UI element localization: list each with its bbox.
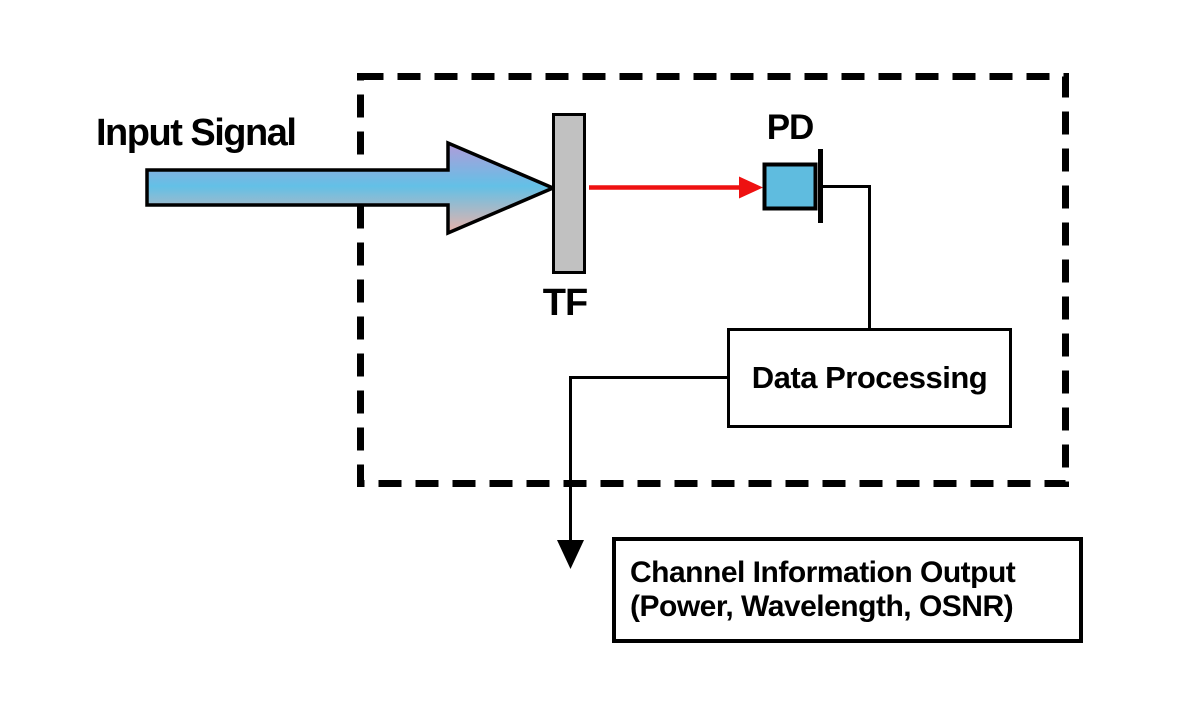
photodiode-label: PD xyxy=(766,108,815,147)
input-signal-label: Input Signal xyxy=(96,112,297,154)
input-signal-arrow xyxy=(145,140,558,236)
filtered-beam-arrowhead xyxy=(739,176,763,199)
data-processing-label: Data Processing xyxy=(751,360,988,395)
dashed-enclosure-border xyxy=(357,73,1069,487)
channel-output-line2: (Power, Wavelength, OSNR) xyxy=(630,590,1014,623)
photodiode-body xyxy=(762,162,818,211)
channel-output-line1: Channel Information Output xyxy=(630,556,1016,589)
data-processing-box: Data Processing xyxy=(727,328,1012,428)
channel-output-box: Channel Information Output (Power, Wavel… xyxy=(612,537,1083,643)
wire-processing-to-output xyxy=(569,376,729,542)
tunable-filter-slab xyxy=(552,113,586,274)
tunable-filter-label: TF xyxy=(542,282,588,324)
wire-pd-to-processing xyxy=(821,185,871,330)
output-arrowhead xyxy=(557,540,584,569)
